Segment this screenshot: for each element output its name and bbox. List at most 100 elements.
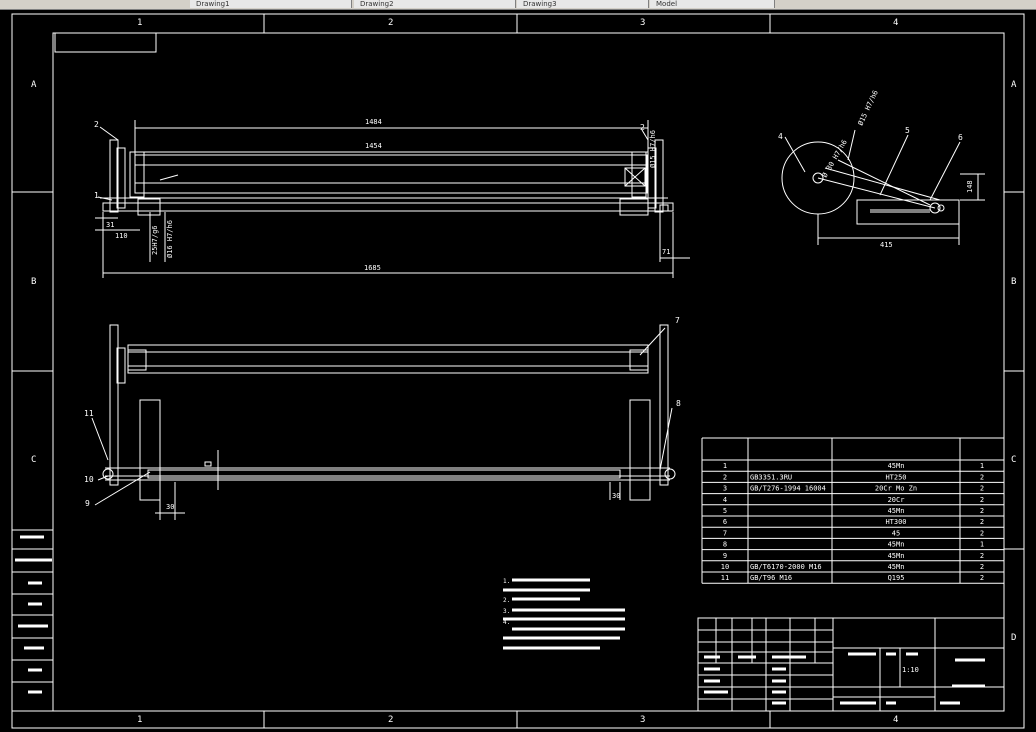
balloon-5: 5 [905,126,910,135]
zone-col-4: 4 [893,18,898,28]
bom-row-qty: 2 [980,563,984,571]
zone-row-b-right: B [1011,277,1016,287]
bom-row-material: 45Mn [888,541,905,549]
top-view-dimensions: 30 30 7 8 11 10 9 [84,316,681,511]
title-block-text: 1:10 [902,666,919,674]
tab-drawing1[interactable]: Drawing1 [190,0,352,8]
dim-110: 110 [115,232,128,240]
document-tab-bar: Drawing1 Drawing2 Drawing3 Model [0,0,1036,10]
zone-col-2-bottom: 2 [388,715,393,725]
dim-415: 415 [880,241,893,249]
bom-row-material: HT300 [885,518,906,526]
border-zone-ticks [12,14,1024,728]
bom-row-qty: 2 [980,552,984,560]
bom-row-name: GB/T96 M16 [750,574,792,582]
bom-row-qty: 2 [980,507,984,515]
tab-drawing3[interactable]: Drawing3 [517,0,649,8]
dim-1454: 1454 [365,142,382,150]
balloon-10: 10 [84,475,94,484]
balloon-8: 8 [676,399,681,408]
bom-row-name: GB/T276-1994 16004 [750,485,826,493]
bom-row-material: Q195 [888,574,905,582]
bom-row-no: 7 [723,529,727,537]
title-block-text-blocks [704,652,985,705]
balloon-9: 9 [85,499,90,508]
bom-row-material: 45 [892,529,900,537]
zone-col-3-bottom: 3 [640,715,645,725]
note-line-2: 2. [503,597,510,604]
balloon-7: 7 [675,316,680,325]
zone-col-2: 2 [388,18,393,28]
dim-30-left: 30 [166,503,174,511]
zone-row-d-right: D [1011,633,1016,643]
bom-row-material: HT250 [885,473,906,481]
bom-row-no: 6 [723,518,727,526]
bom-row-qty: 2 [980,473,984,481]
zone-col-3: 3 [640,18,645,28]
title-scale: 1:10 [902,666,919,674]
outer-frame [11,13,1025,729]
dim-1685: 1685 [364,264,381,272]
bom-row-no: 8 [723,541,727,549]
bom-row-qty: 1 [980,462,984,470]
balloon-11: 11 [84,409,94,418]
bom-row-no: 10 [721,563,729,571]
bom-row-qty: 2 [980,496,984,504]
tab-model[interactable]: Model [650,0,775,8]
balloon-6: 6 [958,133,963,142]
fit-16h7h6: Ø16 H7/h6 [166,220,174,258]
bom-row-material: 45Mn [888,507,905,515]
fit-25h7g6: 25H7/g6 [151,225,159,255]
zone-row-c-right: C [1011,455,1016,465]
zone-col-1-bottom: 1 [137,715,142,725]
tab-drawing2[interactable]: Drawing2 [354,0,516,8]
left-signature-strip [11,529,54,712]
bom-row-material: 20Cr Mo Zn [875,485,917,493]
dim-71: 71 [662,248,670,256]
dim-148: 148 [966,180,974,193]
dim-31: 31 [106,221,114,229]
balloon-2-front-right: 2 [640,123,645,132]
bom-row-material: 20Cr [888,496,905,504]
front-view [95,120,690,278]
zone-row-a: A [31,80,37,90]
note-line-4: 4. [503,619,510,626]
side-view [781,129,985,245]
bom-row-qty: 1 [980,541,984,549]
inner-frame [52,32,1005,712]
zone-row-b: B [31,277,36,287]
zone-row-a-right: A [1011,80,1017,90]
note-line-3: 3. [503,608,510,615]
bom-row-name: GB3351.3RU [750,473,792,481]
cad-drawing-canvas[interactable]: 1 2 3 4 1 2 3 4 A B C A B C D [0,9,1036,732]
zone-col-1: 1 [137,18,142,28]
bom-row-material: 45Mn [888,462,905,470]
technical-notes: 1. 2. 3. 4. [503,578,510,626]
left-strip-text-blocks [15,535,52,694]
fit-30h7h6: Ø 30 H7/h6 [821,138,849,179]
bom-row-no: 4 [723,496,727,504]
balloon-2-front: 2 [94,120,99,129]
balloon-4: 4 [778,132,783,141]
dim-30-right: 30 [612,492,620,500]
bom-row-qty: 2 [980,485,984,493]
border-zone-labels: 1 2 3 4 1 2 3 4 A B C A B C D [31,18,1017,725]
bom-row-material: 45Mn [888,563,905,571]
bom-row-qty: 2 [980,518,984,526]
balloon-1-front: 1 [94,191,99,200]
side-view-dimensions: 415 148 Ø 30 H7/h6 Ø15 H7/h6 4 5 6 [778,89,974,249]
notes-text-blocks [503,578,625,650]
bom-row-qty: 2 [980,529,984,537]
zone-col-4-bottom: 4 [893,715,898,725]
bom-row-no: 11 [721,574,729,582]
top-view [91,324,676,520]
bom-row-no: 5 [723,507,727,515]
bom-row-no: 1 [723,462,727,470]
front-view-dimensions: 1484 1454 31 110 25H7/g6 Ø16 H7/h6 1685 … [94,118,670,272]
bom-row-material: 45Mn [888,552,905,560]
bom-row-no: 2 [723,473,727,481]
corner-box [54,32,157,53]
bom-row-qty: 2 [980,574,984,582]
zone-row-c: C [31,455,36,465]
